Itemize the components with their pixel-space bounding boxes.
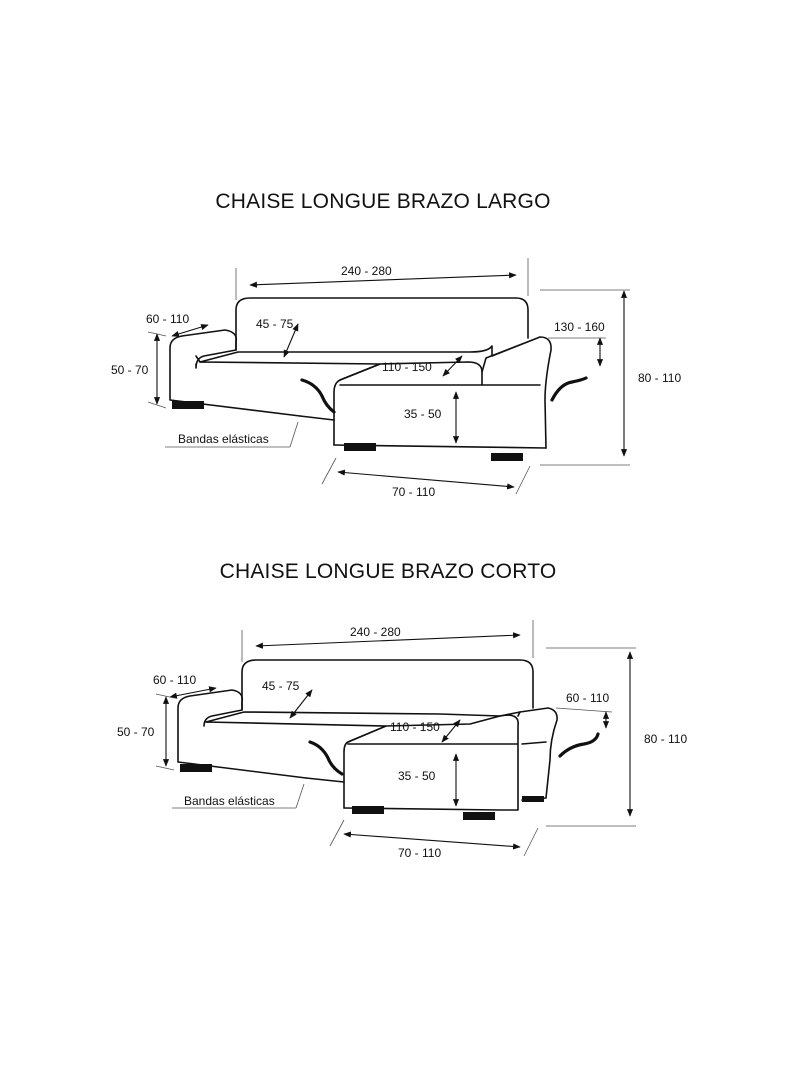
sofa-diagram-largo — [169, 297, 588, 461]
label-width: 240 - 280 — [350, 625, 401, 639]
right-arm-shape — [481, 336, 552, 449]
elastic-band-strap — [550, 376, 588, 402]
label-arm-height: 50 - 70 — [111, 363, 149, 377]
label-arm-height: 50 - 70 — [117, 725, 155, 739]
backrest-shape — [235, 297, 529, 351]
chaise-shape — [299, 361, 547, 449]
label-chaise-arm: 130 - 160 — [554, 320, 605, 334]
foot — [463, 812, 495, 820]
label-back-depth: 45 - 75 — [262, 679, 300, 693]
label-chaise-length: 110 - 150 — [382, 360, 432, 374]
diagram-title-corto: CHAISE LONGUE BRAZO CORTO — [219, 560, 557, 583]
label-total-height: 80 - 110 — [644, 732, 687, 746]
dimension-labels-largo: 240 - 280 60 - 110 45 - 75 50 - 70 130 -… — [111, 264, 681, 499]
label-width: 240 - 280 — [341, 264, 392, 278]
label-chaise-length: 110 - 150 — [390, 720, 440, 734]
left-arm-shape — [177, 689, 307, 779]
foot — [180, 764, 212, 772]
diagram-title-largo: CHAISE LONGUE BRAZO LARGO — [215, 190, 551, 213]
elastic-band-strap — [308, 740, 344, 776]
dimension-labels-corto: 240 - 280 60 - 110 45 - 75 50 - 70 60 - … — [117, 625, 687, 860]
seat-shape — [199, 345, 493, 446]
label-elastic-bands: Bandas elásticas — [184, 794, 275, 808]
chaise-shape — [305, 714, 519, 811]
dimension-lines-corto — [155, 620, 636, 857]
sofa-diagram-corto — [177, 659, 600, 820]
foot — [352, 806, 384, 814]
label-seat-height: 35 - 50 — [398, 769, 436, 783]
label-chaise-width: 70 - 110 — [392, 485, 435, 499]
label-chaise-width: 70 - 110 — [398, 846, 441, 860]
foot — [172, 401, 204, 409]
label-arm-depth: 60 - 110 — [146, 312, 189, 326]
dimension-lines-largo — [147, 258, 630, 495]
label-seat-height: 35 - 50 — [404, 407, 442, 421]
label-back-depth: 45 - 75 — [256, 317, 294, 331]
foot — [522, 796, 544, 802]
label-elastic-bands: Bandas elásticas — [178, 432, 269, 446]
right-arm-shape — [517, 707, 558, 801]
foot — [344, 443, 376, 451]
label-chaise-arm: 60 - 110 — [566, 691, 609, 705]
backrest-shape — [241, 659, 534, 711]
label-arm-depth: 60 - 110 — [153, 673, 196, 687]
elastic-band-strap — [300, 378, 336, 414]
elastic-band-strap — [558, 732, 600, 758]
label-total-height: 80 - 110 — [638, 371, 681, 385]
foot — [491, 453, 523, 461]
